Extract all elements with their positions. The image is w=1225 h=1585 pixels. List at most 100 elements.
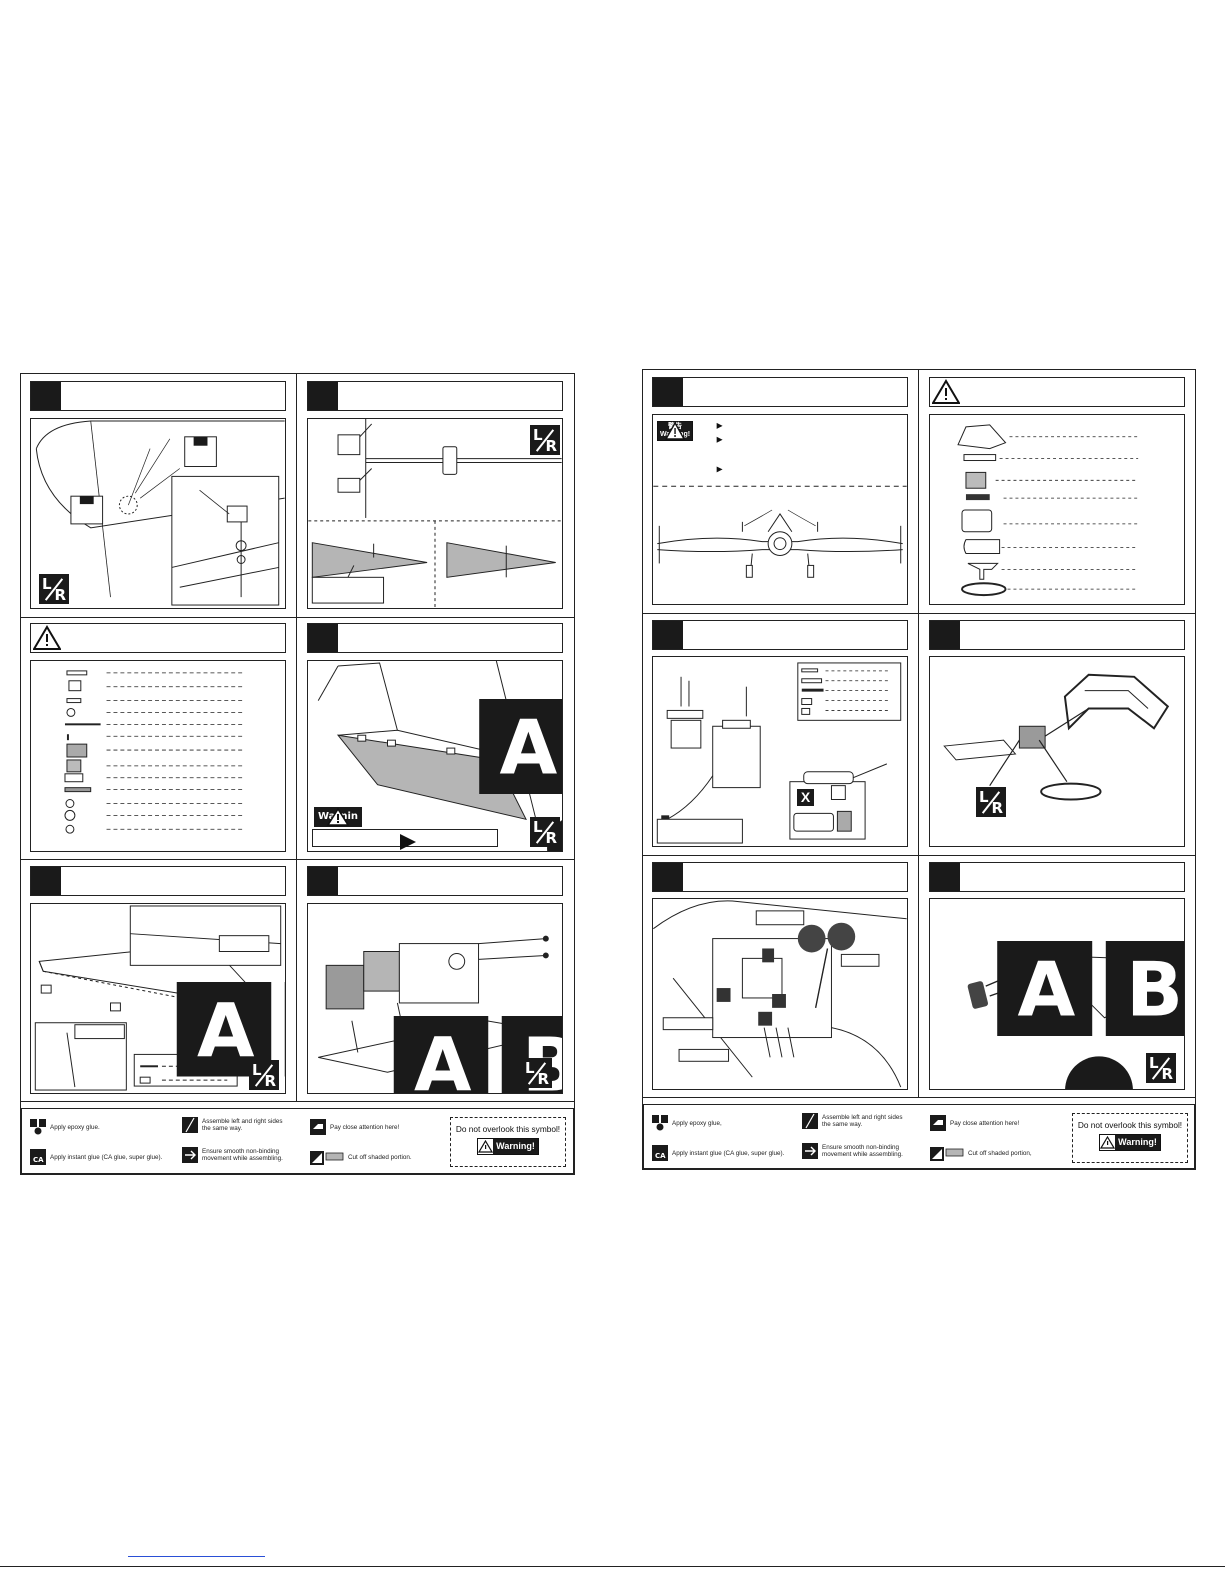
glue-hinges-illustration: AB Warnin LR [307, 660, 563, 852]
legend-attention: Pay close attention here! [310, 1119, 399, 1135]
cn-warning-badge: 警告Warning! [657, 421, 694, 441]
warning-triangle-icon [1100, 1136, 1116, 1149]
footer-link-underline[interactable] [128, 1556, 265, 1557]
cut-shaded-icon [310, 1151, 344, 1165]
step-header-hinge [307, 381, 563, 411]
step-number-box [653, 378, 683, 406]
pointing-hand-icon [930, 1115, 946, 1131]
warning-triangle-icon [932, 379, 960, 404]
step-header-receiver-bay [652, 862, 908, 892]
svg-text:CA: CA [33, 1156, 44, 1164]
step-header-stabilizer [30, 866, 286, 896]
x-mark-icon: X [797, 789, 814, 806]
step-number-box [308, 382, 338, 410]
receiver-bay-illustration [652, 898, 908, 1090]
lr-icon [182, 1117, 198, 1133]
parts-list-panel [30, 660, 286, 852]
left-row-divider-2 [21, 859, 574, 861]
epoxy-icon [652, 1115, 668, 1131]
ca-glue-icon: CA [652, 1145, 668, 1161]
legend-lr: Assemble left and right sides the same w… [182, 1117, 283, 1133]
step-header-tailwheel [30, 381, 286, 411]
step-number-box [308, 867, 338, 895]
legend-ca: CA Apply instant glue (CA glue, super gl… [652, 1145, 784, 1161]
warning-triangle-icon [33, 625, 61, 650]
legend-epoxy: Apply epoxy glue, [652, 1115, 722, 1131]
canopy-parts-panel [929, 414, 1185, 605]
left-symbol-legend: Apply epoxy glue. CA Apply instant glue … [21, 1108, 574, 1174]
svg-text:A: A [500, 705, 558, 792]
legend-epoxy: Apply epoxy glue. [30, 1119, 100, 1135]
lr-icon [802, 1113, 818, 1129]
do-not-overlook-note: Do not overlook this symbol! Warning! [450, 1117, 566, 1167]
step-number-box [930, 621, 960, 649]
legend-cut: Cut off shaded portion, [930, 1145, 1032, 1161]
smooth-movement-icon [182, 1147, 198, 1163]
right-row-divider-3 [643, 1097, 1195, 1099]
legend-attention: Pay close attention here! [930, 1115, 1019, 1131]
legend-ca: CA Apply instant glue (CA glue, super gl… [30, 1149, 162, 1165]
ca-glue-icon: CA [30, 1149, 46, 1165]
svg-text:A: A [1018, 947, 1076, 1034]
svg-text:A: A [414, 1021, 472, 1094]
warning-badge: Warning! [477, 1138, 539, 1155]
warning-triangle-icon [664, 422, 686, 440]
epoxy-icon [30, 1119, 46, 1135]
step-header-cockpit-glue [929, 862, 1185, 892]
right-row-divider-2 [643, 855, 1195, 857]
page-bottom-rule [0, 1566, 1225, 1568]
front-view-illustration: 警告Warning! [652, 414, 908, 605]
step-header-canopy-parts-warning [929, 377, 1185, 407]
step-number-box [31, 867, 61, 895]
warning-triangle-icon [326, 807, 350, 826]
step-header-parts-warning [30, 623, 286, 653]
fuselage-servos-illustration: X [652, 656, 908, 847]
warning-tag: Warnin [314, 807, 363, 827]
step-header-canopy-assembly [929, 620, 1185, 650]
svg-text:A: A [197, 987, 255, 1074]
step-number-box [653, 863, 683, 891]
step-number-box [930, 863, 960, 891]
note-text: Do not overlook this symbol! [455, 1124, 561, 1134]
legend-smooth: Ensure smooth non-binding movement while… [802, 1143, 903, 1159]
epoxy-ab-icon: AB [176, 982, 285, 1077]
svg-text:CA: CA [655, 1152, 666, 1160]
svg-text:B: B [1126, 947, 1183, 1034]
smooth-movement-icon [802, 1143, 818, 1159]
right-row-divider-1 [643, 613, 1195, 615]
step-number-box [31, 382, 61, 410]
right-symbol-legend: Apply epoxy glue, CA Apply instant glue … [643, 1104, 1195, 1169]
right-sheet-divider [918, 370, 920, 1097]
left-row-divider-3 [21, 1101, 574, 1103]
epoxy-ab-icon: AB [393, 1016, 562, 1094]
warning-triangle-icon [478, 1140, 494, 1153]
step-header-wing-servo [307, 866, 563, 896]
step-header-front-view [652, 377, 908, 407]
step-header-fuselage-servos [652, 620, 908, 650]
note-text: Do not overlook this symbol! [1077, 1120, 1183, 1130]
warning-badge: Warning! [1099, 1134, 1161, 1151]
step-number-box [653, 621, 683, 649]
warning-note-box [312, 829, 498, 850]
left-row-divider-1 [21, 617, 574, 619]
wing-servo-illustration: AB LR [307, 903, 563, 1094]
do-not-overlook-note: Do not overlook this symbol! Warning! [1072, 1113, 1188, 1163]
legend-smooth: Ensure smooth non-binding movement while… [182, 1147, 283, 1163]
step-header-glue-hinges [307, 623, 563, 653]
cut-shaded-icon [930, 1147, 964, 1161]
left-sheet-divider [296, 374, 298, 1101]
legend-lr: Assemble left and right sides the same w… [802, 1113, 903, 1129]
